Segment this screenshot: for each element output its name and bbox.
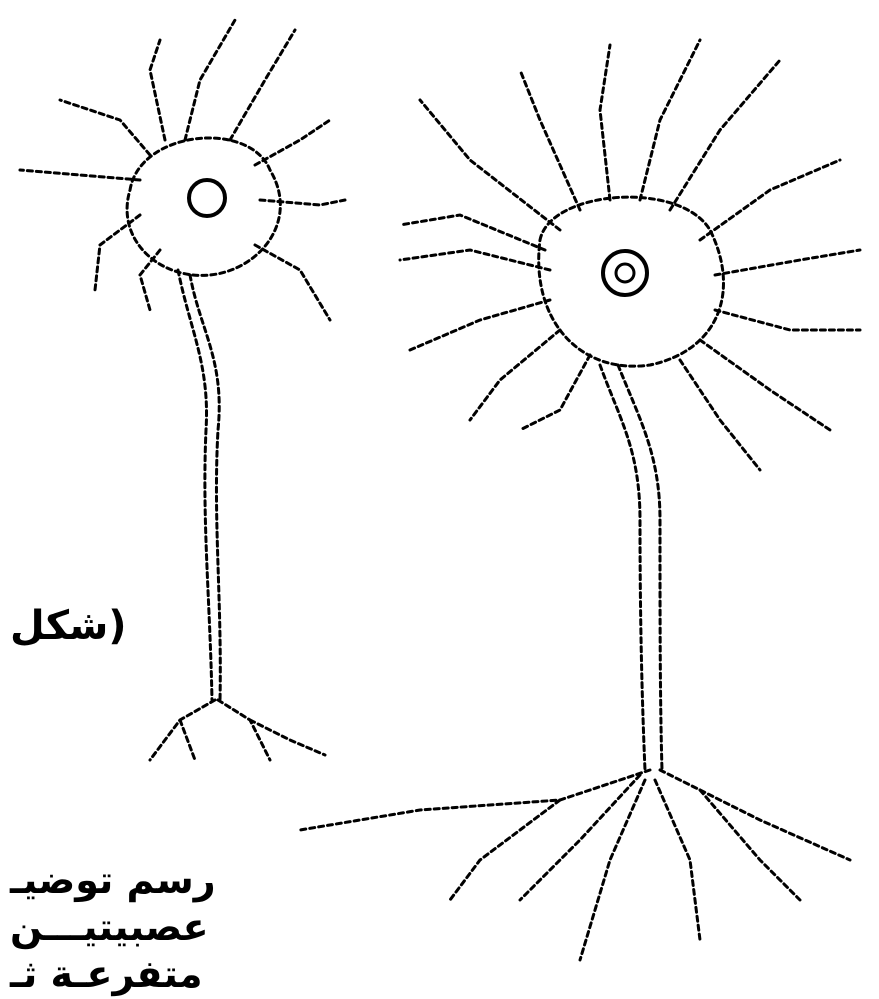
large-neuron-dendrite xyxy=(700,340,830,430)
small-neuron-terminal xyxy=(180,720,195,760)
small-neuron-nucleus xyxy=(189,180,225,216)
large-neuron-terminal xyxy=(580,780,645,960)
large-neuron-terminal xyxy=(660,770,850,860)
large-neuron xyxy=(300,40,860,960)
caption-line-3: متفرعـة ثـ xyxy=(10,952,203,996)
large-neuron-dendrite xyxy=(715,250,860,275)
small-neuron-dendrite xyxy=(150,40,165,140)
large-neuron-dendrite xyxy=(700,160,840,240)
small-neuron xyxy=(20,20,345,760)
figure-label: (شكل xyxy=(10,603,127,649)
small-neuron-terminal xyxy=(218,700,270,760)
small-neuron-dendrite xyxy=(185,20,235,140)
small-neuron-dendrite xyxy=(230,30,295,140)
large-neuron-dendrite xyxy=(400,250,550,270)
small-neuron-dendrite xyxy=(20,170,140,180)
large-neuron-dendrite xyxy=(670,60,780,210)
large-neuron-dendrite xyxy=(680,360,760,470)
large-neuron-dendrite xyxy=(520,355,590,430)
large-neuron-dendrite xyxy=(410,300,550,350)
large-neuron-dendrite xyxy=(520,70,580,210)
large-neuron-terminal xyxy=(700,790,800,900)
large-neuron-soma xyxy=(539,197,724,366)
large-neuron-axon xyxy=(600,365,645,770)
small-neuron-dendrite xyxy=(255,245,330,320)
small-neuron-soma xyxy=(127,138,280,275)
large-neuron-terminal xyxy=(450,800,560,900)
small-neuron-dendrite xyxy=(260,200,345,205)
large-neuron-dendrite xyxy=(400,215,545,250)
large-neuron-dendrite xyxy=(470,330,560,420)
large-neuron-nucleus-outer xyxy=(603,251,647,295)
small-neuron-dendrite xyxy=(140,250,160,310)
small-neuron-dendrite xyxy=(60,100,150,155)
small-neuron-dendrite xyxy=(95,215,140,290)
small-neuron-dendrite xyxy=(255,120,330,165)
large-neuron-nucleus-inner xyxy=(616,264,634,282)
large-neuron-dendrite xyxy=(715,310,860,330)
caption-line-2: عصبيتيـــن xyxy=(10,905,209,949)
caption-line-1: رسم توضيـ xyxy=(10,858,216,902)
large-neuron-dendrite xyxy=(600,45,610,200)
small-neuron-terminal xyxy=(250,720,325,755)
large-neuron-terminal xyxy=(655,780,700,940)
